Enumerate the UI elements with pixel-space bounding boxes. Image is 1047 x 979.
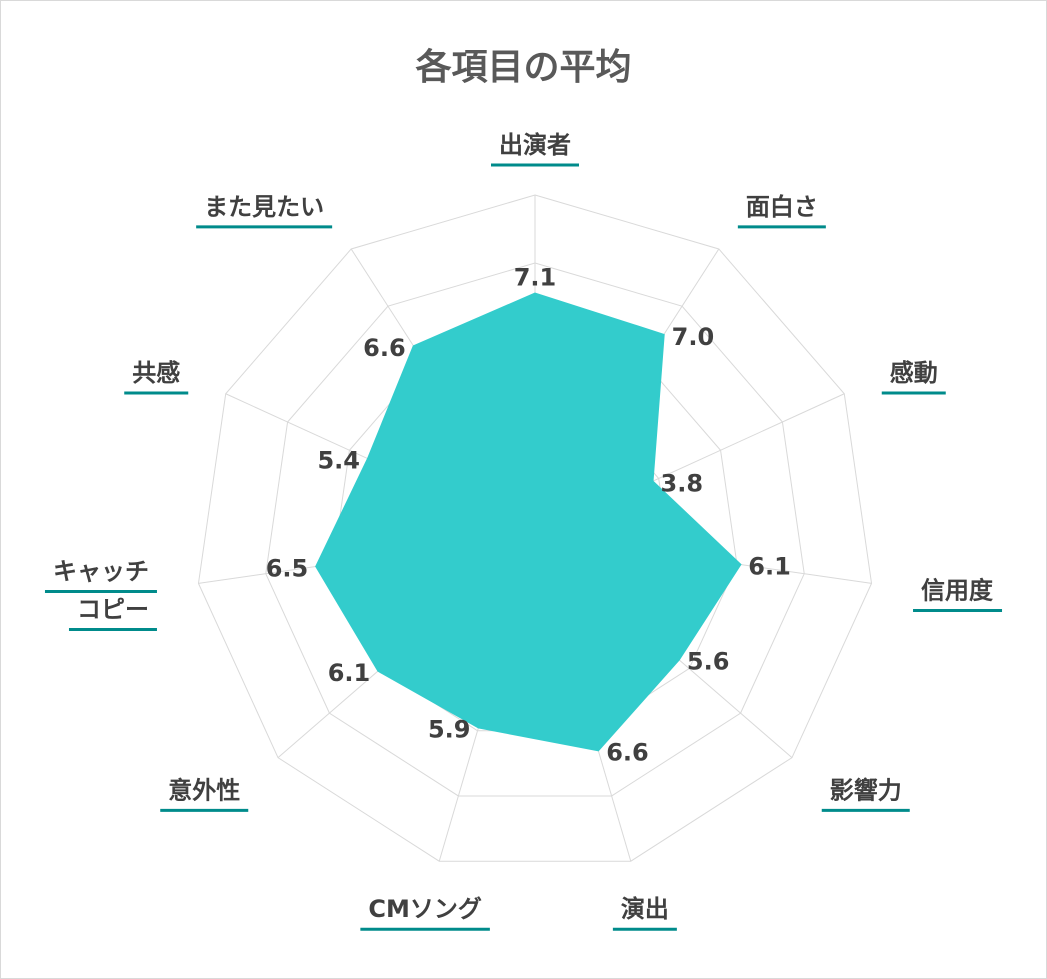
- data-label: 6.1: [748, 553, 791, 581]
- data-label: 7.1: [514, 264, 557, 292]
- grid-ring: [265, 262, 805, 797]
- axis-label: 面白さ: [746, 193, 818, 221]
- data-label: 6.6: [363, 334, 406, 362]
- axis-label: キャッチ: [53, 558, 149, 586]
- data-label: 5.4: [317, 447, 360, 475]
- data-area: [315, 292, 742, 752]
- chart-title: 各項目の平均: [415, 47, 632, 88]
- axis-label: 影響力: [830, 776, 902, 804]
- axis-label: 信用度: [921, 577, 994, 605]
- axis-label: 意外性: [168, 776, 240, 804]
- data-label: 3.8: [661, 469, 704, 497]
- data-label: 5.9: [428, 715, 471, 743]
- axis-label: 出演者: [499, 131, 571, 159]
- axis-label: コピー: [77, 596, 149, 624]
- data-label: 6.1: [328, 659, 371, 687]
- data-label: 6.5: [266, 554, 309, 582]
- data-label: 6.6: [606, 738, 649, 766]
- data-label: 5.6: [687, 648, 730, 676]
- axis-label: また見たい: [204, 193, 324, 221]
- data-label: 7.0: [672, 323, 715, 351]
- axis-label: CMソング: [368, 895, 482, 923]
- axis-label: 演出: [621, 895, 669, 923]
- axis-label: 感動: [890, 359, 938, 387]
- grid-ring: [197, 194, 873, 862]
- axis-label: 共感: [132, 359, 180, 387]
